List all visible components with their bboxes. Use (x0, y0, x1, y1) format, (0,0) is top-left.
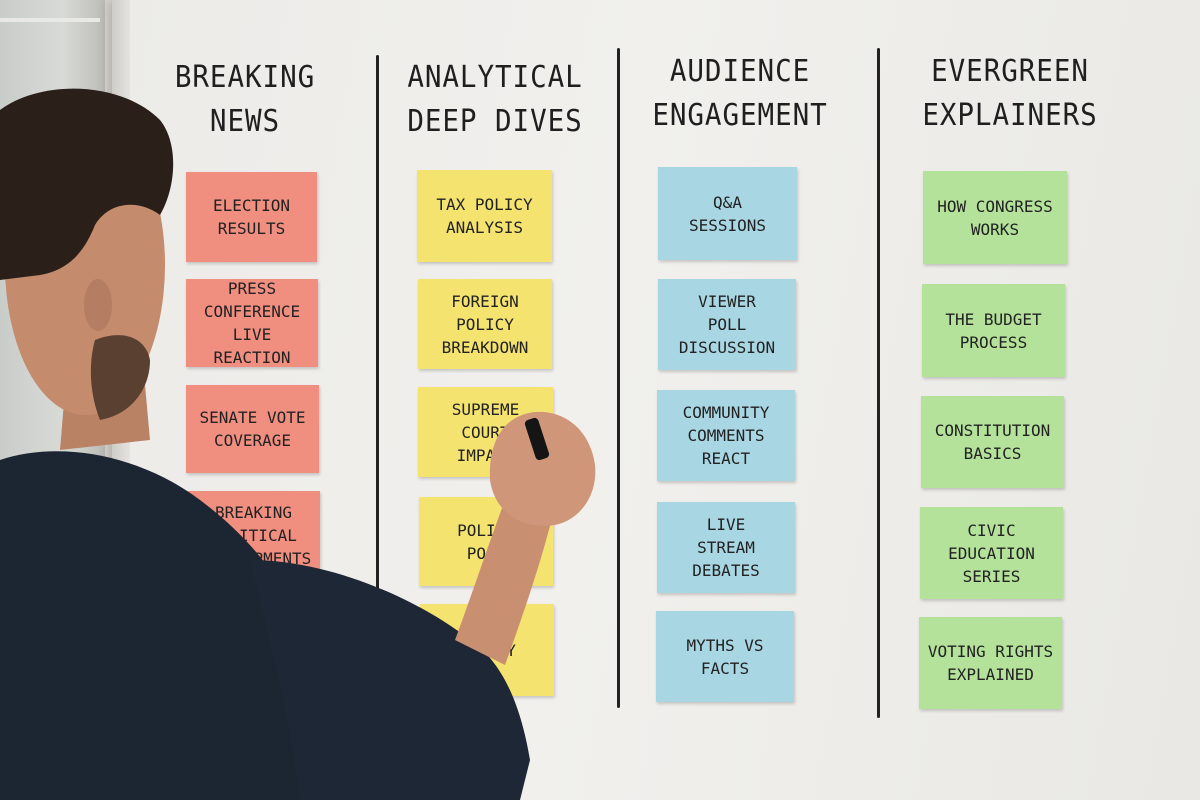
note-text: COMMUNITY COMMENTS REACT (682, 403, 770, 468)
sticky-note[interactable]: COMMUNITY COMMENTS REACT (657, 390, 795, 481)
sticky-note[interactable]: BREAKING POLITICAL DEVELOPMENTS (187, 491, 320, 579)
sticky-note[interactable]: HOW CONGRESS WORKS (923, 171, 1067, 264)
sticky-note[interactable]: VOTING RIGHTS EXPLAINED (919, 617, 1062, 709)
sticky-note[interactable]: POLICY (420, 604, 554, 696)
column-title-line1: EVERGREEN (931, 54, 1089, 89)
sticky-note[interactable]: PRESS CONFERENCE LIVE REACTION (186, 279, 318, 367)
note-text: CIVIC EDUCATION SERIES (948, 520, 1035, 586)
sticky-note[interactable]: TAX POLICY ANALYSIS (417, 170, 552, 262)
note-text: FOREIGN POLICY BREAKDOWN (441, 291, 529, 357)
column-header-audience-engagement: AUDIENCE ENGAGEMENT (643, 50, 836, 138)
column-title-line2: EXPLAINERS (922, 98, 1098, 133)
note-text: VOTING RIGHTS EXPLAINED (927, 642, 1054, 684)
column-title-line1: AUDIENCE (669, 54, 811, 89)
column-divider (376, 55, 379, 670)
note-text: TAX POLICY ANALYSIS (436, 195, 533, 237)
note-text: THE BUDGET PROCESS (945, 309, 1042, 352)
note-text: POLICY POLL (457, 520, 515, 563)
window-background (0, 0, 105, 800)
column-title-line2: NEWS (209, 104, 281, 139)
note-text: LIVE STREAM DEBATES (692, 515, 760, 580)
column-header-analytical-deep-dives: ANALYTICAL DEEP DIVES (403, 56, 587, 144)
column-header-breaking-news: BREAKING NEWS (167, 56, 323, 144)
column-title-line2: DEEP DIVES (407, 104, 583, 139)
note-text: HOW CONGRESS WORKS (937, 196, 1053, 239)
window-frame (0, 18, 100, 22)
column-divider (617, 48, 620, 708)
sticky-note[interactable]: LIVE STREAM DEBATES (657, 502, 795, 593)
sticky-note[interactable]: SUPREME COURT IMPACT (418, 387, 553, 477)
note-text: CONSTITUTION BASICS (934, 421, 1051, 463)
sticky-note[interactable]: FOREIGN POLICY BREAKDOWN (418, 279, 552, 369)
sticky-note[interactable]: CONSTITUTION BASICS (921, 396, 1064, 488)
sticky-note[interactable]: VIEWER POLL DISCUSSION (658, 279, 796, 370)
sticky-note[interactable]: POLICY POLL (419, 497, 553, 586)
sticky-note[interactable]: Q&A SESSIONS (658, 167, 797, 260)
note-text: MYTHS VS FACTS (686, 635, 764, 678)
note-text: SENATE VOTE COVERAGE (199, 408, 306, 450)
column-title-line1: ANALYTICAL (407, 60, 583, 95)
note-text: BREAKING POLITICAL DEVELOPMENTS (195, 502, 312, 568)
note-text: ELECTION RESULTS (212, 196, 291, 238)
column-title-line1: BREAKING (174, 60, 316, 95)
sticky-note (280, 598, 320, 638)
note-text: PRESS CONFERENCE LIVE REACTION (203, 279, 301, 367)
sticky-note[interactable]: ELECTION RESULTS (186, 172, 317, 262)
note-text: POLICY (458, 640, 516, 660)
note-text: Q&A SESSIONS (688, 192, 767, 235)
column-title-line2: ENGAGEMENT (652, 98, 828, 133)
sticky-note[interactable]: SENATE VOTE COVERAGE (186, 385, 319, 473)
sticky-note[interactable]: MYTHS VS FACTS (656, 611, 794, 702)
column-divider (877, 48, 880, 718)
whiteboard-edge (112, 0, 130, 800)
sticky-note[interactable]: THE BUDGET PROCESS (922, 284, 1065, 377)
note-text: SUPREME COURT IMPACT (451, 399, 520, 465)
column-header-evergreen-explainers: EVERGREEN EXPLAINERS (913, 50, 1106, 138)
sticky-note[interactable]: CIVIC EDUCATION SERIES (920, 507, 1063, 599)
note-text: VIEWER POLL DISCUSSION (678, 292, 776, 357)
